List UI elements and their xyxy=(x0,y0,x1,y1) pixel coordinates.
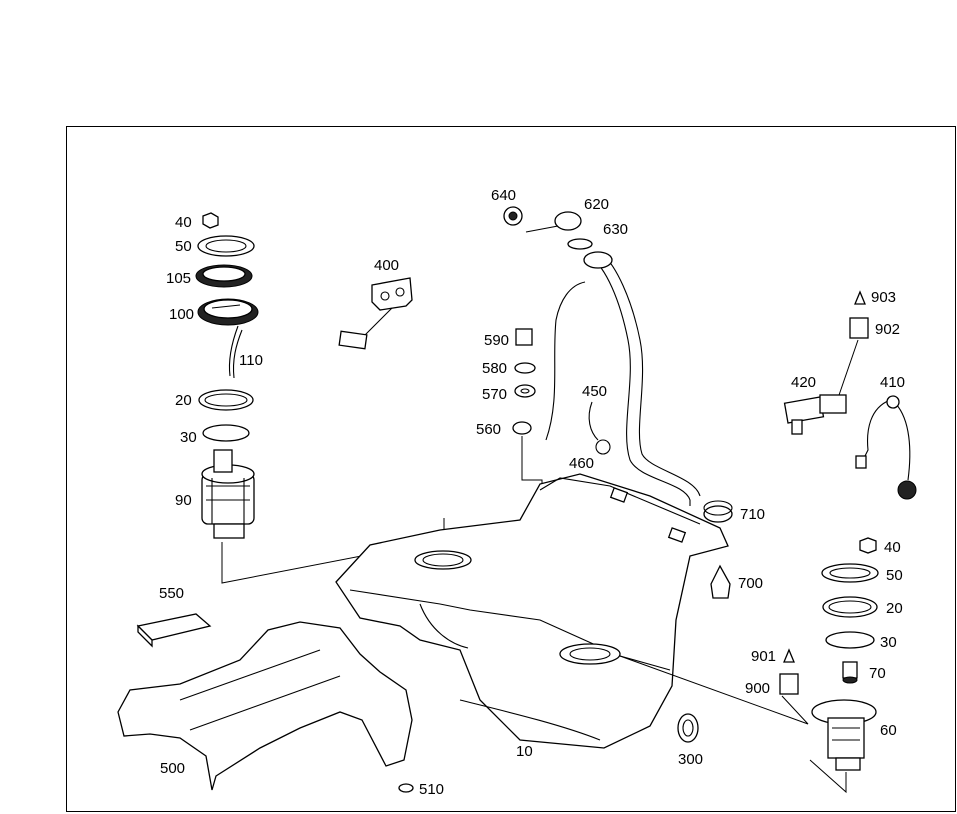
cover-105[interactable] xyxy=(195,264,253,288)
diagram-frame xyxy=(66,126,956,812)
clip-460[interactable] xyxy=(595,439,611,455)
label-900: 900 xyxy=(745,680,770,697)
label-510: 510 xyxy=(419,781,444,798)
label-90: 90 xyxy=(175,492,192,509)
mount-710[interactable] xyxy=(703,500,733,523)
washer-570[interactable] xyxy=(514,384,536,398)
oring-30-left[interactable] xyxy=(202,424,250,442)
label-105: 105 xyxy=(166,270,191,287)
label-570: 570 xyxy=(482,386,507,403)
nut-590[interactable] xyxy=(515,328,533,346)
heat-shield-500[interactable] xyxy=(117,621,413,791)
level-sender-400[interactable] xyxy=(338,277,413,350)
nut-40-right[interactable] xyxy=(859,537,877,554)
pump-60[interactable] xyxy=(811,699,877,771)
label-300: 300 xyxy=(678,751,703,768)
washer-580[interactable] xyxy=(514,362,536,374)
cap-901[interactable] xyxy=(783,648,795,663)
label-40-left: 40 xyxy=(175,214,192,231)
label-20-left: 20 xyxy=(175,392,192,409)
ring-50-left[interactable] xyxy=(197,235,255,257)
leader-902 xyxy=(837,339,859,399)
label-410: 410 xyxy=(880,374,905,391)
label-903: 903 xyxy=(871,289,896,306)
valve-640[interactable] xyxy=(503,206,523,226)
ring-20-left[interactable] xyxy=(198,389,254,411)
label-901: 901 xyxy=(751,648,776,665)
wire-110[interactable] xyxy=(228,325,243,379)
nut-40-left[interactable] xyxy=(202,212,219,229)
bushing-560[interactable] xyxy=(512,421,532,435)
pad-550[interactable] xyxy=(136,613,212,648)
label-710: 710 xyxy=(740,506,765,523)
hose-450[interactable] xyxy=(588,401,599,441)
ring-20-right[interactable] xyxy=(822,596,878,618)
label-560: 560 xyxy=(476,421,501,438)
mount-700[interactable] xyxy=(710,564,731,599)
label-100: 100 xyxy=(169,306,194,323)
label-400: 400 xyxy=(374,257,399,274)
label-50-right: 50 xyxy=(886,567,903,584)
label-60: 60 xyxy=(880,722,897,739)
plug-300[interactable] xyxy=(677,713,699,743)
label-550: 550 xyxy=(159,585,184,602)
valve-70[interactable] xyxy=(842,661,858,684)
label-50-left: 50 xyxy=(175,238,192,255)
pump-90[interactable] xyxy=(201,449,255,539)
filler-pipe[interactable] xyxy=(545,251,701,506)
sensor-420[interactable] xyxy=(783,394,847,435)
label-10: 10 xyxy=(516,743,533,760)
cap-620[interactable] xyxy=(525,211,582,233)
label-30-right: 30 xyxy=(880,634,897,651)
connector-900[interactable] xyxy=(779,673,799,695)
label-620: 620 xyxy=(584,196,609,213)
clip-510[interactable] xyxy=(398,783,414,793)
connector-902[interactable] xyxy=(849,317,869,339)
label-110: 110 xyxy=(239,352,263,369)
cap-903[interactable] xyxy=(854,290,866,305)
label-640: 640 xyxy=(491,187,516,204)
sensor-410[interactable] xyxy=(855,395,917,500)
label-580: 580 xyxy=(482,360,507,377)
label-590: 590 xyxy=(484,332,509,349)
fuel-tank-10[interactable] xyxy=(335,473,729,749)
label-450: 450 xyxy=(582,383,607,400)
label-40-right: 40 xyxy=(884,539,901,556)
label-700: 700 xyxy=(738,575,763,592)
label-630: 630 xyxy=(603,221,628,238)
leader-60 xyxy=(809,759,847,794)
label-20-right: 20 xyxy=(886,600,903,617)
label-420: 420 xyxy=(791,374,816,391)
oring-30-right[interactable] xyxy=(825,631,875,649)
label-500: 500 xyxy=(160,760,185,777)
label-902: 902 xyxy=(875,321,900,338)
flange-100[interactable] xyxy=(197,298,259,326)
ring-50-right[interactable] xyxy=(821,563,879,583)
label-460: 460 xyxy=(569,455,594,472)
leader-900 xyxy=(619,655,809,725)
label-70: 70 xyxy=(869,665,886,682)
label-30-left: 30 xyxy=(180,429,197,446)
seal-630[interactable] xyxy=(567,238,593,250)
